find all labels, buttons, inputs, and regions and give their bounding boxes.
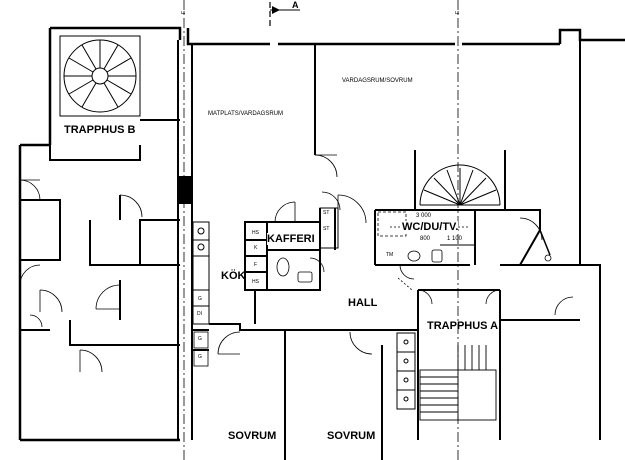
room-label-trapphus-b: TRAPPHUS B (64, 124, 136, 136)
trapphus-a-walls (350, 40, 601, 440)
room-label-matplats: MATPLATS/VARDAGSRUM (208, 111, 284, 117)
room-label-hall: HALL (348, 297, 378, 309)
section-marker-label: A (292, 0, 299, 10)
dimension-1100: 1 100 (447, 236, 463, 242)
fixture-tm: TM (386, 252, 394, 258)
kitchen-counter (192, 221, 210, 325)
room-label-sovrum-1: SOVRUM (228, 430, 277, 442)
grid-axis-label-left: E (181, 10, 187, 14)
outer-walls (18, 26, 625, 442)
room-label-wc: WC/DU/TV. (402, 221, 459, 233)
room-label-sovrum-2: SOVRUM (327, 430, 376, 442)
fixture-di: DI (197, 311, 202, 317)
fixture-hs-2: HS (252, 279, 259, 285)
dimension-3000: 3 000 (416, 213, 432, 219)
spiral-stair (59, 35, 141, 117)
straight-stair (419, 345, 497, 421)
room-label-vardagsrum: VARDAGSRUM/SOVRUM (342, 78, 413, 84)
left-rooms (20, 195, 180, 346)
fixture-g: G (198, 336, 202, 342)
room-label-trapphus-a: TRAPPHUS A (427, 320, 499, 332)
kafferi-core (244, 207, 339, 291)
room-label-kafferi: KAFFERI (267, 233, 315, 245)
grid-axis-label-right: E (455, 10, 461, 14)
central-wall (177, 40, 193, 440)
bedroom-walls (192, 323, 383, 460)
fixture-f: F (254, 262, 258, 268)
fixture-g-3: G (198, 296, 202, 302)
fixture-k: K (254, 245, 258, 251)
fixture-st-2: ST (323, 226, 330, 232)
right-arch-stair (419, 164, 501, 206)
fixture-g-2: G (198, 354, 202, 360)
fixture-st: ST (323, 210, 330, 216)
section-marker (269, 2, 300, 28)
dimension-800: 800 (420, 236, 431, 242)
wc-core (374, 209, 541, 266)
door-swings-left (19, 179, 143, 373)
fixture-hs: HS (252, 230, 259, 236)
closets (396, 332, 416, 410)
room-label-kok: KÖK (221, 270, 246, 282)
